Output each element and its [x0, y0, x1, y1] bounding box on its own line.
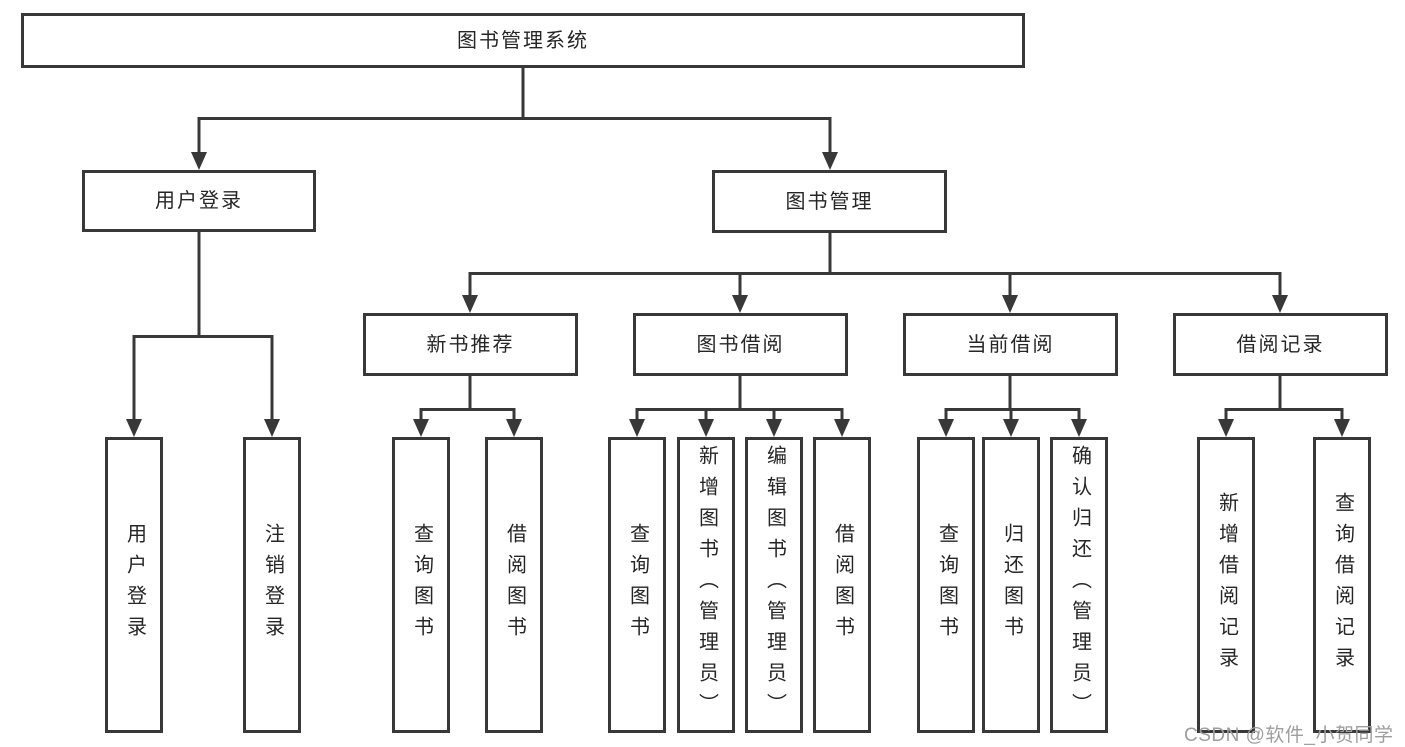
leaf-user-login-label: 用户登录	[123, 523, 146, 647]
leaf-logout-label: 注销登录	[261, 523, 284, 647]
leaf-borrow-query-books-label: 查询图书	[626, 523, 649, 647]
leaf-recommend-borrow-books: 借阅图书	[485, 437, 543, 733]
connector-records-children	[1218, 376, 1350, 437]
connector-user-login-children	[126, 232, 280, 437]
node-borrow-records: 借阅记录	[1173, 313, 1388, 376]
leaf-records-query-record: 查询借阅记录	[1313, 437, 1371, 733]
csdn-watermark: CSDN @软件_小贺同学	[1184, 725, 1394, 746]
leaf-logout: 注销登录	[243, 437, 301, 733]
node-current-borrow: 当前借阅	[903, 313, 1118, 376]
connector-recommend-children	[413, 376, 522, 437]
node-user-login-label: 用户登录	[155, 190, 243, 212]
node-new-book-recommend-label: 新书推荐	[426, 333, 515, 356]
node-user-login: 用户登录	[82, 170, 316, 232]
node-library-system: 图书管理系统	[21, 13, 1025, 68]
connector-root-to-level1	[191, 68, 838, 170]
node-book-borrow-label: 图书借阅	[696, 333, 785, 356]
node-new-book-recommend: 新书推荐	[363, 313, 578, 376]
leaf-current-return-books-label: 归还图书	[1000, 523, 1023, 647]
leaf-records-query-record-label: 查询借阅记录	[1331, 492, 1354, 678]
leaf-user-login: 用户登录	[105, 437, 163, 733]
leaf-current-confirm-return-admin: 确认归还（管理员）	[1050, 437, 1108, 733]
node-library-system-label: 图书管理系统	[457, 29, 589, 52]
leaf-borrow-add-books-admin: 新增图书（管理员）	[677, 437, 735, 733]
connector-borrow-children	[629, 376, 850, 437]
leaf-borrow-add-books-admin-label: 新增图书（管理员）	[695, 445, 718, 724]
leaf-borrow-query-books: 查询图书	[608, 437, 666, 733]
leaf-records-add-record-label: 新增借阅记录	[1215, 492, 1238, 678]
node-book-borrow: 图书借阅	[633, 313, 848, 376]
connector-book-mgmt-children	[462, 233, 1288, 313]
leaf-recommend-borrow-books-label: 借阅图书	[503, 523, 526, 647]
leaf-borrow-borrow-books: 借阅图书	[813, 437, 871, 733]
leaf-recommend-query-books: 查询图书	[392, 437, 450, 733]
leaf-records-add-record: 新增借阅记录	[1197, 437, 1255, 733]
leaf-current-query-books-label: 查询图书	[935, 523, 958, 647]
leaf-current-query-books: 查询图书	[917, 437, 975, 733]
node-borrow-records-label: 借阅记录	[1236, 333, 1325, 356]
leaf-current-confirm-return-admin-label: 确认归还（管理员）	[1068, 445, 1091, 724]
connector-current-children	[938, 376, 1087, 437]
leaf-current-return-books: 归还图书	[982, 437, 1040, 733]
leaf-recommend-query-books-label: 查询图书	[410, 523, 433, 647]
leaf-borrow-borrow-books-label: 借阅图书	[831, 523, 854, 647]
leaf-borrow-edit-books-admin: 编辑图书（管理员）	[745, 437, 803, 733]
node-book-mgmt-label: 图书管理	[785, 190, 874, 213]
leaf-borrow-edit-books-admin-label: 编辑图书（管理员）	[763, 445, 786, 724]
node-book-mgmt: 图书管理	[712, 170, 947, 233]
node-current-borrow-label: 当前借阅	[966, 333, 1055, 356]
